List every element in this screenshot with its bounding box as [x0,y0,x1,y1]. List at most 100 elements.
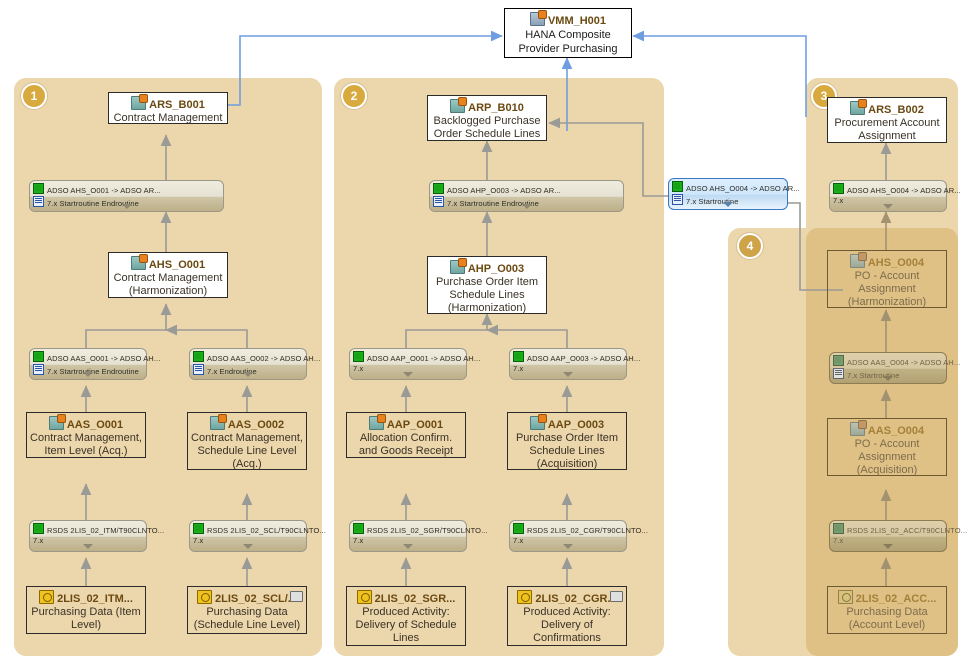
group-badge-2: 2 [341,83,367,109]
transformation-detail: 7.x [513,536,524,545]
node-id: VMM_H001 [547,15,607,27]
comment-icon[interactable] [290,591,303,602]
node-desc-line-3: (Harmonization) [847,296,927,308]
node-id: 2LIS_02_SCL/... [215,593,297,605]
transformation-detail: 7.x Startroutine Endroutine [33,196,220,209]
group-panel-overlap-3-4 [806,228,958,656]
transformation-flag-icon [353,523,364,534]
node-desc-line-2: Schedule Lines [529,445,605,457]
group-badge-4: 4 [737,233,763,259]
node-desc-line-1: Contract Management, [30,432,142,444]
transformation-rsds-sgr[interactable]: RSDS 2LIS_02_SGR/T90CLNTO... 7.x [349,520,488,552]
node-id: 2LIS_02_ITM... [57,593,133,605]
node-desc-line-2: (Account Level) [848,619,926,631]
adso-node-ahs-o001[interactable]: AHS_O001 Contract Management (Harmonizat… [108,252,228,298]
datasource-node-2lis-02-sgr[interactable]: 2LIS_02_SGR... Produced Activity: Delive… [346,586,466,646]
transformation-rsds-acc[interactable]: RSDS 2LIS_02_ACC/T90CLNTO... 7.x [829,520,967,552]
transformation-ahp003-to-ars[interactable]: ADSO AHP_O003 -> ADSO AR... 7.x Startrou… [429,180,624,212]
expand-triangle-icon[interactable] [723,202,733,207]
transformation-flag-icon [833,523,844,534]
adso-node-aas-o002[interactable]: AAS_O002 Contract Management, Schedule L… [187,412,307,470]
transformation-ahs001-to-ars[interactable]: ADSO AHS_O001 -> ADSO AR... 7.x Startrou… [29,180,224,212]
node-desc-line-1: HANA Composite [525,29,611,41]
node-title-row: AHS_O004 [828,252,946,270]
adso-node-aap-o003[interactable]: AAP_O003 Purchase Order Item Schedule Li… [507,412,627,470]
node-desc-line-2: Schedule Lines [449,289,525,301]
transformation-detail: 7.x Startroutine [672,194,784,207]
adso-node-arp-b010[interactable]: ARP_B010 Backlogged Purchase Order Sched… [427,95,547,141]
transformation-title: RSDS 2LIS_02_SGR/T90CLNTO... [353,523,488,536]
transformation-detail: 7.x Startroutine Endroutine [33,364,143,377]
transformation-aas001-to-ahs[interactable]: ADSO AAS_O001 -> ADSO AH... 7.x Startrou… [29,348,160,380]
transformation-detail: 7.x [33,536,44,545]
adso-node-aap-o001[interactable]: AAP_O001 Allocation Confirm. and Goods R… [346,412,466,458]
datasource-node-2lis-02-scl[interactable]: 2LIS_02_SCL/... Purchasing Data (Schedul… [187,586,307,634]
node-id: AAP_O001 [386,419,444,431]
transformation-aas004-to-ahs[interactable]: ADSO AAS_O004 -> ADSO AH... 7.x Startrou… [829,352,960,384]
adso-node-ahp-o003[interactable]: AHP_O003 Purchase Order Item Schedule Li… [427,256,547,314]
transformation-title: RSDS 2LIS_02_CGR/T90CLNTO... [513,523,648,536]
datasource-node-2lis-02-acc[interactable]: 2LIS_02_ACC... Purchasing Data (Account … [827,586,947,634]
expand-triangle-icon[interactable] [121,204,132,209]
datasource-node-2lis-02-itm[interactable]: 2LIS_02_ITM... Purchasing Data (Item Lev… [26,586,146,634]
expand-triangle-icon[interactable] [83,372,93,377]
node-id: 2LIS_02_CGR... [535,593,617,605]
node-desc-line-2: Delivery of [541,619,593,631]
transformation-title: RSDS 2LIS_02_ITM/T90CLNTO... [33,523,164,536]
node-id: AHS_O004 [867,257,925,269]
datasource-node-2lis-02-cgr[interactable]: 2LIS_02_CGR... Produced Activity: Delive… [507,586,627,646]
transformation-detail: 7.x [353,364,364,373]
composite-provider-node[interactable]: VMM_H001 HANA Composite Provider Purchas… [504,8,632,58]
node-id: ARS_B002 [868,104,924,116]
node-title-row: 2LIS_02_SGR... [347,590,465,606]
transformation-detail: 7.x [353,536,364,545]
expand-triangle-icon[interactable] [883,544,893,549]
adso-node-aas-o001[interactable]: AAS_O001 Contract Management, Item Level… [26,412,146,458]
adso-icon [368,414,386,430]
node-id: AHS_O001 [148,259,206,271]
node-id: AHP_O003 [467,263,525,275]
transformation-rsds-cgr[interactable]: RSDS 2LIS_02_CGR/T90CLNTO... 7.x [509,520,648,552]
node-desc-line-1: PO - Account [854,270,920,282]
comment-icon[interactable] [610,591,623,602]
node-desc-line-2: Delivery of Schedule [355,619,457,631]
composite-provider-icon [529,10,547,26]
node-desc-line-2: (Schedule Line Level) [193,619,301,631]
group-badge-1: 1 [21,83,47,109]
transformation-detail: 7.x [513,364,524,373]
expand-triangle-icon[interactable] [883,204,893,209]
routine-icon [193,364,204,375]
transformation-aas002-to-ahs[interactable]: ADSO AAS_O002 -> ADSO AH... 7.x Endrouti… [189,348,320,380]
transformation-title: ADSO AAP_O003 -> ADSO AH... [513,351,640,364]
node-id: 2LIS_02_SGR... [374,593,456,605]
transformation-rsds-itm[interactable]: RSDS 2LIS_02_ITM/T90CLNTO... 7.x [29,520,164,552]
adso-node-ars-b002[interactable]: ARS_B002 Procurement Account Assignment [827,97,947,143]
expand-triangle-icon[interactable] [83,544,93,549]
expand-triangle-icon[interactable] [403,544,413,549]
expand-triangle-icon[interactable] [883,376,893,381]
node-desc-line-2: Item Level (Acq.) [44,445,128,457]
expand-triangle-icon[interactable] [403,372,413,377]
transformation-aap001-to-ahs[interactable]: ADSO AAP_O001 -> ADSO AH... 7.x [349,348,480,380]
expand-triangle-icon[interactable] [563,372,573,377]
node-title-row: ARP_B010 [428,97,546,115]
node-desc-line-2: Level) [71,619,101,631]
expand-triangle-icon[interactable] [521,204,532,209]
adso-node-ars-b001[interactable]: ARS_B001 Contract Management [108,92,228,124]
node-desc-line-1: Contract Management, [191,432,303,444]
transformation-rsds-scl[interactable]: RSDS 2LIS_02_SCL/T90CLNTO... 7.x [189,520,326,552]
expand-triangle-icon[interactable] [243,372,253,377]
transformation-ahs004-to-ars[interactable]: ADSO AHS_O004 -> ADSO AR... 7.x [829,180,961,212]
adso-node-aas-o004[interactable]: AAS_O004 PO - Account Assignment (Acquis… [827,418,947,476]
transformation-aap003-to-ahs[interactable]: ADSO AAP_O003 -> ADSO AH... 7.x [509,348,640,380]
node-desc-line-1: Contract Management [113,272,223,284]
node-title-row: ARS_B002 [828,99,946,117]
transformation-title: ADSO AHS_O004 -> ADSO AR... [672,181,800,194]
datasource-icon [197,590,213,604]
expand-triangle-icon[interactable] [243,544,253,549]
transformation-selected-ahs004-to-ars[interactable]: ADSO AHS_O004 -> ADSO AR... 7.x Startrou… [668,178,800,210]
transformation-flag-icon [193,351,204,362]
adso-node-ahs-o004[interactable]: AHS_O004 PO - Account Assignment (Harmon… [827,250,947,308]
expand-triangle-icon[interactable] [563,544,573,549]
transformation-title: RSDS 2LIS_02_SCL/T90CLNTO... [193,523,326,536]
